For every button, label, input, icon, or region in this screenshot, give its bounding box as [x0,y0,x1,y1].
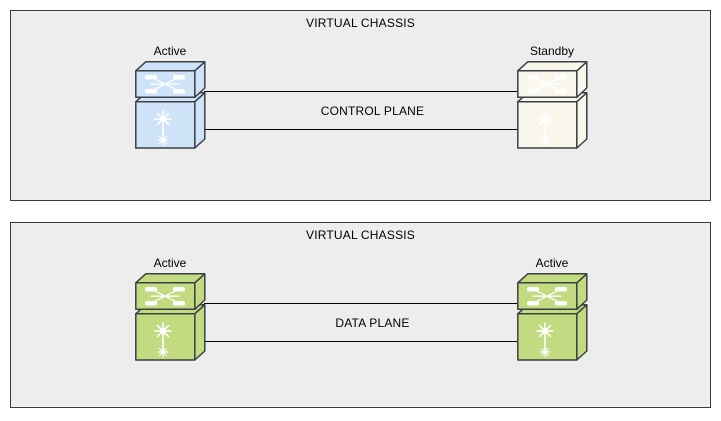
switch-node-active [135,61,206,149]
plane-label: DATA PLANE [335,316,410,330]
control-plane-link-line-top [204,91,517,92]
switch-crossbar-icon [527,287,567,306]
switch-crossbar-icon [527,75,567,94]
switch-node-active [517,273,588,361]
switch-3d-box [517,273,588,361]
routing-spark-icon [536,110,554,146]
switch-node-active [135,273,206,361]
switch-3d-box [517,61,588,149]
virtual-chassis-panel-control: VIRTUAL CHASSIS Active Standby CONTROL P… [10,10,711,201]
data-plane-link-line-bottom [204,341,517,342]
panel-title: VIRTUAL CHASSIS [305,16,416,30]
switch-role-label: Active [153,256,187,270]
routing-spark-icon [154,110,172,146]
switch-role-label: Standby [529,44,575,58]
plane-label: CONTROL PLANE [320,104,425,118]
switch-3d-box [135,61,206,149]
routing-spark-icon [154,322,172,358]
switch-role-label: Active [153,44,187,58]
control-plane-link-line-bottom [204,129,517,130]
switch-3d-box [135,273,206,361]
switch-crossbar-icon [145,75,185,94]
virtual-chassis-panel-data: VIRTUAL CHASSIS Active Active DATA PLANE [10,222,711,408]
data-plane-link-line-top [204,303,517,304]
panel-title: VIRTUAL CHASSIS [305,228,416,242]
switch-node-standby [517,61,588,149]
switch-role-label: Active [535,256,569,270]
switch-crossbar-icon [145,287,185,306]
routing-spark-icon [536,322,554,358]
